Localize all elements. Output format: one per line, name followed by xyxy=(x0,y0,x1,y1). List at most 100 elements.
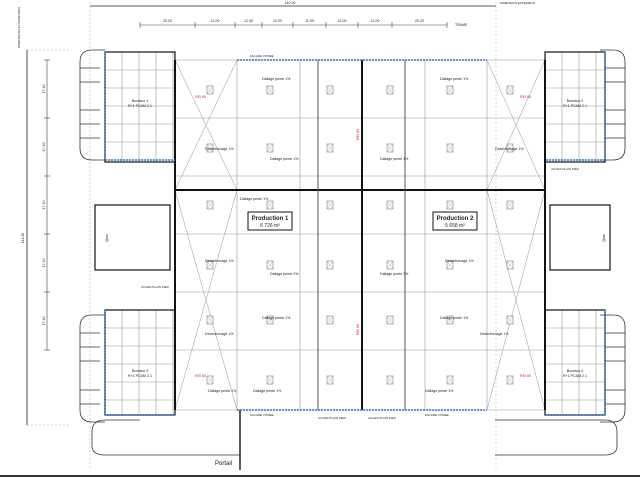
loading-dock-left: Quai xyxy=(94,204,171,271)
fire-wall-label: REI 60 xyxy=(356,324,360,335)
smoke-label: Désenfumage 1% xyxy=(205,259,234,263)
portail-label[interactable]: Portail xyxy=(215,461,232,467)
floor-label: Dallage pente 1% xyxy=(270,272,299,276)
floor-label: Dallage pente 1% xyxy=(208,389,237,393)
parking-bottom-right xyxy=(495,419,618,456)
production-1-area: 6 726 m² xyxy=(260,223,280,229)
skylight-icon xyxy=(206,85,214,95)
facade-label: FACADE VITREE xyxy=(250,413,274,417)
access-label: ACCES PLAIN PIED xyxy=(368,416,397,420)
parking-left-top xyxy=(79,49,105,161)
trame-span-label: 12.00 xyxy=(244,19,253,23)
skylight-icon xyxy=(266,260,274,270)
office-4-name: Bureaux 4 xyxy=(567,369,583,373)
dock-right-label: Quai xyxy=(602,234,606,242)
skylight-icon xyxy=(326,375,334,385)
row-span-label: 17.40 xyxy=(42,317,46,326)
production-2-area: 5 658 m² xyxy=(445,223,465,229)
trame-span-label: 20.20 xyxy=(163,19,172,23)
row-span-label: 17.40 xyxy=(42,259,46,268)
office-2-detail: R+1 PCAM 2.1 xyxy=(563,104,587,108)
skylight-icon xyxy=(446,143,454,153)
skylight-icon xyxy=(326,260,334,270)
office-1-detail: R+1 PCAM 2.1 xyxy=(128,104,152,108)
office-3-detail: R+1 PCAM 2.1 xyxy=(128,374,152,378)
skylight-icon xyxy=(386,260,394,270)
trame-span-label: 11.99 xyxy=(305,19,314,23)
skylight-icon xyxy=(266,143,274,153)
skylight-icon xyxy=(206,375,214,385)
production-2-name: Production 2 xyxy=(437,216,474,222)
roof-slope-line xyxy=(486,189,546,411)
floor-label: Dallage pente 1% xyxy=(425,389,454,393)
fire-wall-label: REI 60 xyxy=(520,374,531,378)
skylight-icon xyxy=(386,85,394,95)
overall-height-note: DIMENSIONS EXTERIEURES xyxy=(17,7,21,48)
floor-label: Dallage pente 1% xyxy=(270,157,299,161)
smoke-label: Désenfumage 1% xyxy=(205,147,234,151)
fire-wall-label: REI 60 xyxy=(195,95,206,99)
office-1-name: Bureaux 1 xyxy=(132,99,148,103)
skylight-icon xyxy=(446,85,454,95)
floor-label: Dallage pente 1% xyxy=(380,157,409,161)
skylight-icon xyxy=(266,375,274,385)
office-4-detail: R+1 PCAM 2.1 xyxy=(563,374,587,378)
parking-right-top xyxy=(600,49,626,161)
skylight-icon xyxy=(206,200,214,210)
skylight-icon xyxy=(206,260,214,270)
skylight-icon xyxy=(446,315,454,325)
access-label: ACCES PLAIN PIED xyxy=(318,416,347,420)
trame-span-label: 12.00 xyxy=(371,19,380,23)
facade-label: FACADE VITREE xyxy=(425,413,449,417)
floor-label: Dallage pente 1% xyxy=(253,389,282,393)
floor-label: Dallage pente 1% xyxy=(440,316,469,320)
fire-wall-label: REI 60 xyxy=(356,129,360,140)
floor-label: Dallage pente 1% xyxy=(440,77,469,81)
office-3-name: Bureaux 3 xyxy=(132,369,148,373)
overall-width-label: 140,26 xyxy=(285,1,296,5)
height-dimension: 111,30 DIMENSIONS EXTERIEURES 17.40 17.40… xyxy=(17,7,70,426)
parking-left-bottom xyxy=(79,314,105,423)
trame-span-label: 12.00 xyxy=(338,19,347,23)
skylight-icon xyxy=(266,85,274,95)
floor-label: Dallage pente 1% xyxy=(240,197,269,201)
skylight-icon xyxy=(386,375,394,385)
office-2-name: Bureaux 2 xyxy=(567,99,583,103)
smoke-label: Désenfumage 1% xyxy=(205,332,234,336)
skylight-icon xyxy=(506,143,514,153)
roof-slope-line xyxy=(486,59,546,191)
skylight-icon xyxy=(326,85,334,95)
skylight-icon xyxy=(266,200,274,210)
skylight-icon xyxy=(386,315,394,325)
parking-right-bottom xyxy=(600,314,626,423)
floor-label: Dallage pente 1% xyxy=(262,77,291,81)
skylight-icon xyxy=(446,200,454,210)
roof-slope-line xyxy=(174,189,238,411)
smoke-label: Désenfumage 1% xyxy=(445,259,474,263)
floor-label: Dallage pente 1% xyxy=(380,272,409,276)
skylight-icon xyxy=(506,85,514,95)
structural-grid xyxy=(105,52,605,415)
skylight-icon xyxy=(266,315,274,325)
parking-bottom-left xyxy=(91,419,240,456)
skylight-icon xyxy=(446,375,454,385)
skylight-icon xyxy=(506,375,514,385)
production-2-label: Production 2 5 658 m² xyxy=(432,211,478,231)
row-span-label: 17.40 xyxy=(42,143,46,152)
skylight-icon xyxy=(326,200,334,210)
dock-left-label: Quai xyxy=(105,234,109,242)
access-label: ACCES PLAIN PIED xyxy=(551,167,580,171)
skylight-icon xyxy=(206,315,214,325)
overall-height-label: 111,30 xyxy=(21,233,25,243)
roof-slope-line xyxy=(174,59,238,191)
trame-span-label: 12.00 xyxy=(273,19,282,23)
trame-span-label: 20.20 xyxy=(415,19,424,23)
skylight-icon xyxy=(326,315,334,325)
skylight-icon xyxy=(386,200,394,210)
facade-label: FACADE VITREE xyxy=(250,54,274,58)
production-1-label: Production 1 6 726 m² xyxy=(247,211,293,231)
skylight-icon xyxy=(326,143,334,153)
access-label: ACCES PLAIN PIED xyxy=(141,285,170,289)
